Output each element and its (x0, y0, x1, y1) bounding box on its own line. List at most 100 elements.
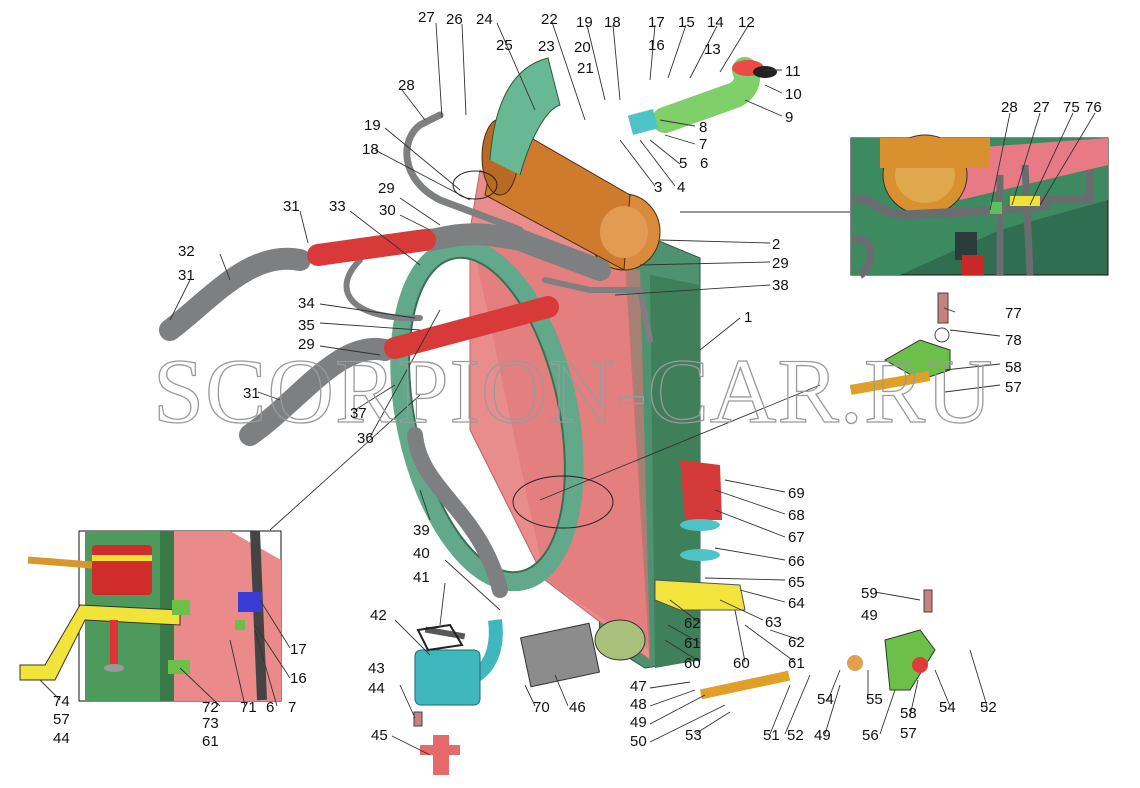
callout-label-c18b: 18 (362, 141, 379, 158)
callout-label-c31a: 31 (283, 198, 300, 215)
callout-label-c11: 11 (785, 63, 801, 80)
callout-label-c19b: 19 (364, 117, 381, 134)
callout-label-c49a: 49 (861, 607, 878, 624)
callout-label-c64: 64 (788, 595, 805, 612)
callout-label-c26: 26 (446, 11, 463, 28)
callout-label-c25: 25 (496, 37, 513, 54)
hoses-red (307, 229, 559, 359)
callout-label-c58b: 58 (900, 705, 917, 722)
callout-label-c44a: 44 (368, 680, 385, 697)
callout-label-c9: 9 (785, 109, 793, 126)
callout-label-c41: 41 (413, 569, 430, 586)
watermark: SCORPION-CAR.RU (153, 340, 994, 442)
callout-label-c74: 74 (53, 693, 70, 710)
callout-label-c12: 12 (738, 14, 755, 31)
callout-label-c6a: 6 (700, 155, 708, 172)
callout-label-c75: 75 (1063, 99, 1080, 116)
callout-label-c5: 5 (679, 155, 687, 172)
callout-label-c60b: 60 (733, 655, 750, 672)
callout-label-c77: 77 (1005, 305, 1022, 322)
callout-label-c66: 66 (788, 553, 805, 570)
callout-label-c53: 53 (685, 727, 702, 744)
bracket-assembly-right (699, 339, 951, 700)
callout-label-c73: 73 (202, 715, 219, 732)
callout-label-c15: 15 (678, 14, 695, 31)
callout-label-c22: 22 (541, 11, 558, 28)
detail-inset-bottom-left (19, 530, 282, 702)
callout-label-c67: 67 (788, 529, 805, 546)
callout-label-c62a: 62 (684, 615, 701, 632)
callout-label-c32: 32 (178, 243, 195, 260)
callout-label-c43: 43 (368, 660, 385, 677)
callout-label-c61a: 61 (684, 635, 701, 652)
callout-label-c59: 59 (861, 585, 878, 602)
cylinder-46 (519, 619, 646, 688)
callout-label-c42: 42 (370, 607, 387, 624)
callout-label-c33: 33 (329, 198, 346, 215)
callout-label-c57a: 57 (1005, 379, 1022, 396)
callout-label-c31c: 31 (243, 385, 260, 402)
callout-label-c23: 23 (538, 38, 555, 55)
callout-label-c8: 8 (699, 119, 707, 136)
callout-label-c37: 37 (350, 405, 367, 422)
lower-pipe (414, 619, 503, 775)
intake-pipe (627, 57, 777, 136)
leader-lines (39, 21, 1096, 756)
callout-label-c38: 38 (772, 277, 789, 294)
callout-label-c45: 45 (371, 727, 388, 744)
hoses-grey (159, 111, 653, 598)
callout-label-c70: 70 (533, 699, 550, 716)
callout-label-c29b: 29 (772, 255, 789, 272)
bolts (413, 292, 950, 727)
callout-label-c57c: 57 (53, 711, 70, 728)
callout-label-c46: 46 (569, 699, 586, 716)
callout-label-c31b: 31 (178, 267, 195, 284)
callout-label-c68: 68 (788, 507, 805, 524)
callout-label-c19a: 19 (576, 14, 593, 31)
callout-label-c56: 56 (862, 727, 879, 744)
callout-label-c69: 69 (788, 485, 805, 502)
callout-label-c34: 34 (298, 295, 315, 312)
callout-label-c76: 76 (1085, 99, 1102, 116)
callout-label-c13: 13 (704, 41, 721, 58)
detail-inset-top-right (850, 134, 1109, 279)
callout-label-c27a: 27 (418, 9, 435, 26)
callout-label-c27b: 27 (1033, 99, 1050, 116)
callout-label-c21: 21 (577, 60, 594, 77)
callout-label-c20: 20 (574, 39, 591, 56)
callout-label-c24: 24 (476, 11, 493, 28)
callout-label-c50: 50 (630, 733, 647, 750)
callout-label-c14: 14 (707, 14, 724, 31)
callout-label-c61c: 61 (202, 733, 219, 750)
callout-label-c29a: 29 (378, 180, 395, 197)
callout-label-c44b: 44 (53, 730, 70, 747)
callout-label-c35: 35 (298, 317, 315, 334)
callout-label-c63: 63 (765, 614, 782, 631)
callout-label-c49b: 49 (630, 714, 647, 731)
detail-ellipse-top (452, 170, 498, 200)
callout-label-c17a: 17 (648, 14, 665, 31)
callout-label-c29c: 29 (298, 336, 315, 353)
filter-strap (489, 57, 561, 176)
callout-label-c1: 1 (744, 309, 752, 326)
callout-label-c54b: 54 (939, 699, 956, 716)
callout-label-c28a: 28 (398, 77, 415, 94)
callout-label-c60a: 60 (684, 655, 701, 672)
callout-label-c72: 72 (202, 699, 219, 716)
callout-label-c62b: 62 (788, 634, 805, 651)
callout-label-c4: 4 (677, 179, 685, 196)
callout-label-c2: 2 (772, 236, 780, 253)
callout-label-c49c: 49 (814, 727, 831, 744)
callout-label-c7b: 7 (288, 699, 296, 716)
callout-label-c52b: 52 (980, 699, 997, 716)
callout-label-c71: 71 (240, 699, 257, 716)
callout-label-c18a: 18 (604, 14, 621, 31)
callout-label-c6b: 6 (266, 699, 274, 716)
callout-label-c17b: 17 (290, 641, 307, 658)
callout-label-c3: 3 (654, 179, 662, 196)
callout-label-c39: 39 (413, 522, 430, 539)
callout-label-c61b: 61 (788, 655, 805, 672)
